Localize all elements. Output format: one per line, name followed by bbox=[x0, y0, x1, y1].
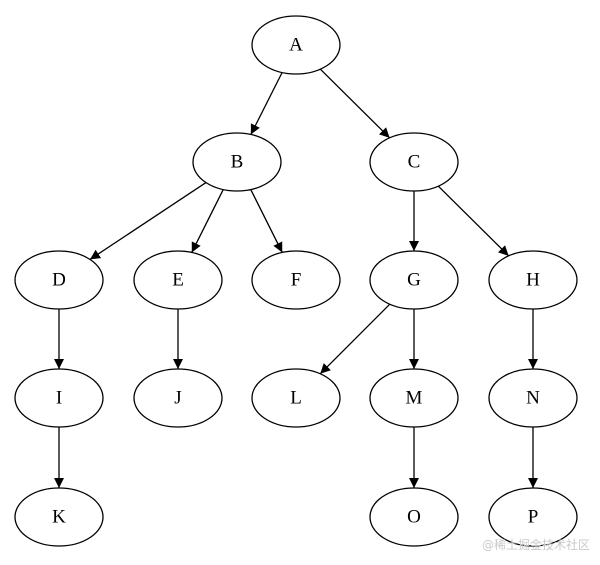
node-ellipse-E bbox=[133, 250, 223, 310]
node-label-L: L bbox=[290, 388, 302, 409]
node-ellipse-L bbox=[251, 368, 341, 428]
node-ellipse-H bbox=[488, 250, 578, 310]
watermark: @稀土掘金技术社区 bbox=[481, 538, 590, 552]
node-P: P bbox=[488, 487, 578, 547]
node-G: G bbox=[369, 250, 459, 310]
node-label-K: K bbox=[52, 507, 66, 528]
edge-B-D bbox=[89, 182, 207, 260]
node-label-I: I bbox=[56, 388, 62, 409]
node-N: N bbox=[488, 368, 578, 428]
node-K: K bbox=[14, 487, 104, 547]
node-L: L bbox=[251, 368, 341, 428]
node-ellipse-B bbox=[192, 132, 282, 192]
node-label-A: A bbox=[289, 35, 303, 56]
edge-A-B bbox=[250, 72, 283, 135]
node-ellipse-A bbox=[251, 15, 341, 75]
node-A: A bbox=[251, 15, 341, 75]
edges-layer bbox=[54, 68, 538, 488]
node-C: C bbox=[369, 132, 459, 192]
node-label-B: B bbox=[231, 152, 244, 173]
node-label-E: E bbox=[172, 270, 184, 291]
node-label-P: P bbox=[528, 507, 539, 528]
node-label-J: J bbox=[174, 388, 181, 409]
node-O: O bbox=[369, 487, 459, 547]
node-label-C: C bbox=[408, 152, 421, 173]
node-label-F: F bbox=[291, 270, 302, 291]
edge-G-L bbox=[319, 303, 391, 375]
node-ellipse-I bbox=[14, 368, 104, 428]
node-D: D bbox=[14, 250, 104, 310]
node-ellipse-M bbox=[369, 368, 459, 428]
node-label-O: O bbox=[407, 507, 421, 528]
node-ellipse-K bbox=[14, 487, 104, 547]
nodes-layer: A B C D E F G H I J L M N K O P bbox=[14, 15, 578, 547]
node-ellipse-N bbox=[488, 368, 578, 428]
node-label-N: N bbox=[526, 388, 540, 409]
node-J: J bbox=[133, 368, 223, 428]
node-label-D: D bbox=[52, 270, 66, 291]
node-label-G: G bbox=[407, 270, 421, 291]
node-ellipse-G bbox=[369, 250, 459, 310]
node-E: E bbox=[133, 250, 223, 310]
node-F: F bbox=[251, 250, 341, 310]
edge-A-C bbox=[319, 68, 391, 139]
node-label-H: H bbox=[526, 270, 540, 291]
node-M: M bbox=[369, 368, 459, 428]
node-ellipse-O bbox=[369, 487, 459, 547]
node-ellipse-F bbox=[251, 250, 341, 310]
edge-C-H bbox=[437, 185, 510, 257]
node-ellipse-C bbox=[369, 132, 459, 192]
node-ellipse-D bbox=[14, 250, 104, 310]
node-B: B bbox=[192, 132, 282, 192]
node-H: H bbox=[488, 250, 578, 310]
edge-B-E bbox=[191, 189, 224, 253]
node-I: I bbox=[14, 368, 104, 428]
node-label-M: M bbox=[406, 388, 423, 409]
node-ellipse-J bbox=[133, 368, 223, 428]
node-ellipse-P bbox=[488, 487, 578, 547]
edge-B-F bbox=[250, 189, 283, 253]
